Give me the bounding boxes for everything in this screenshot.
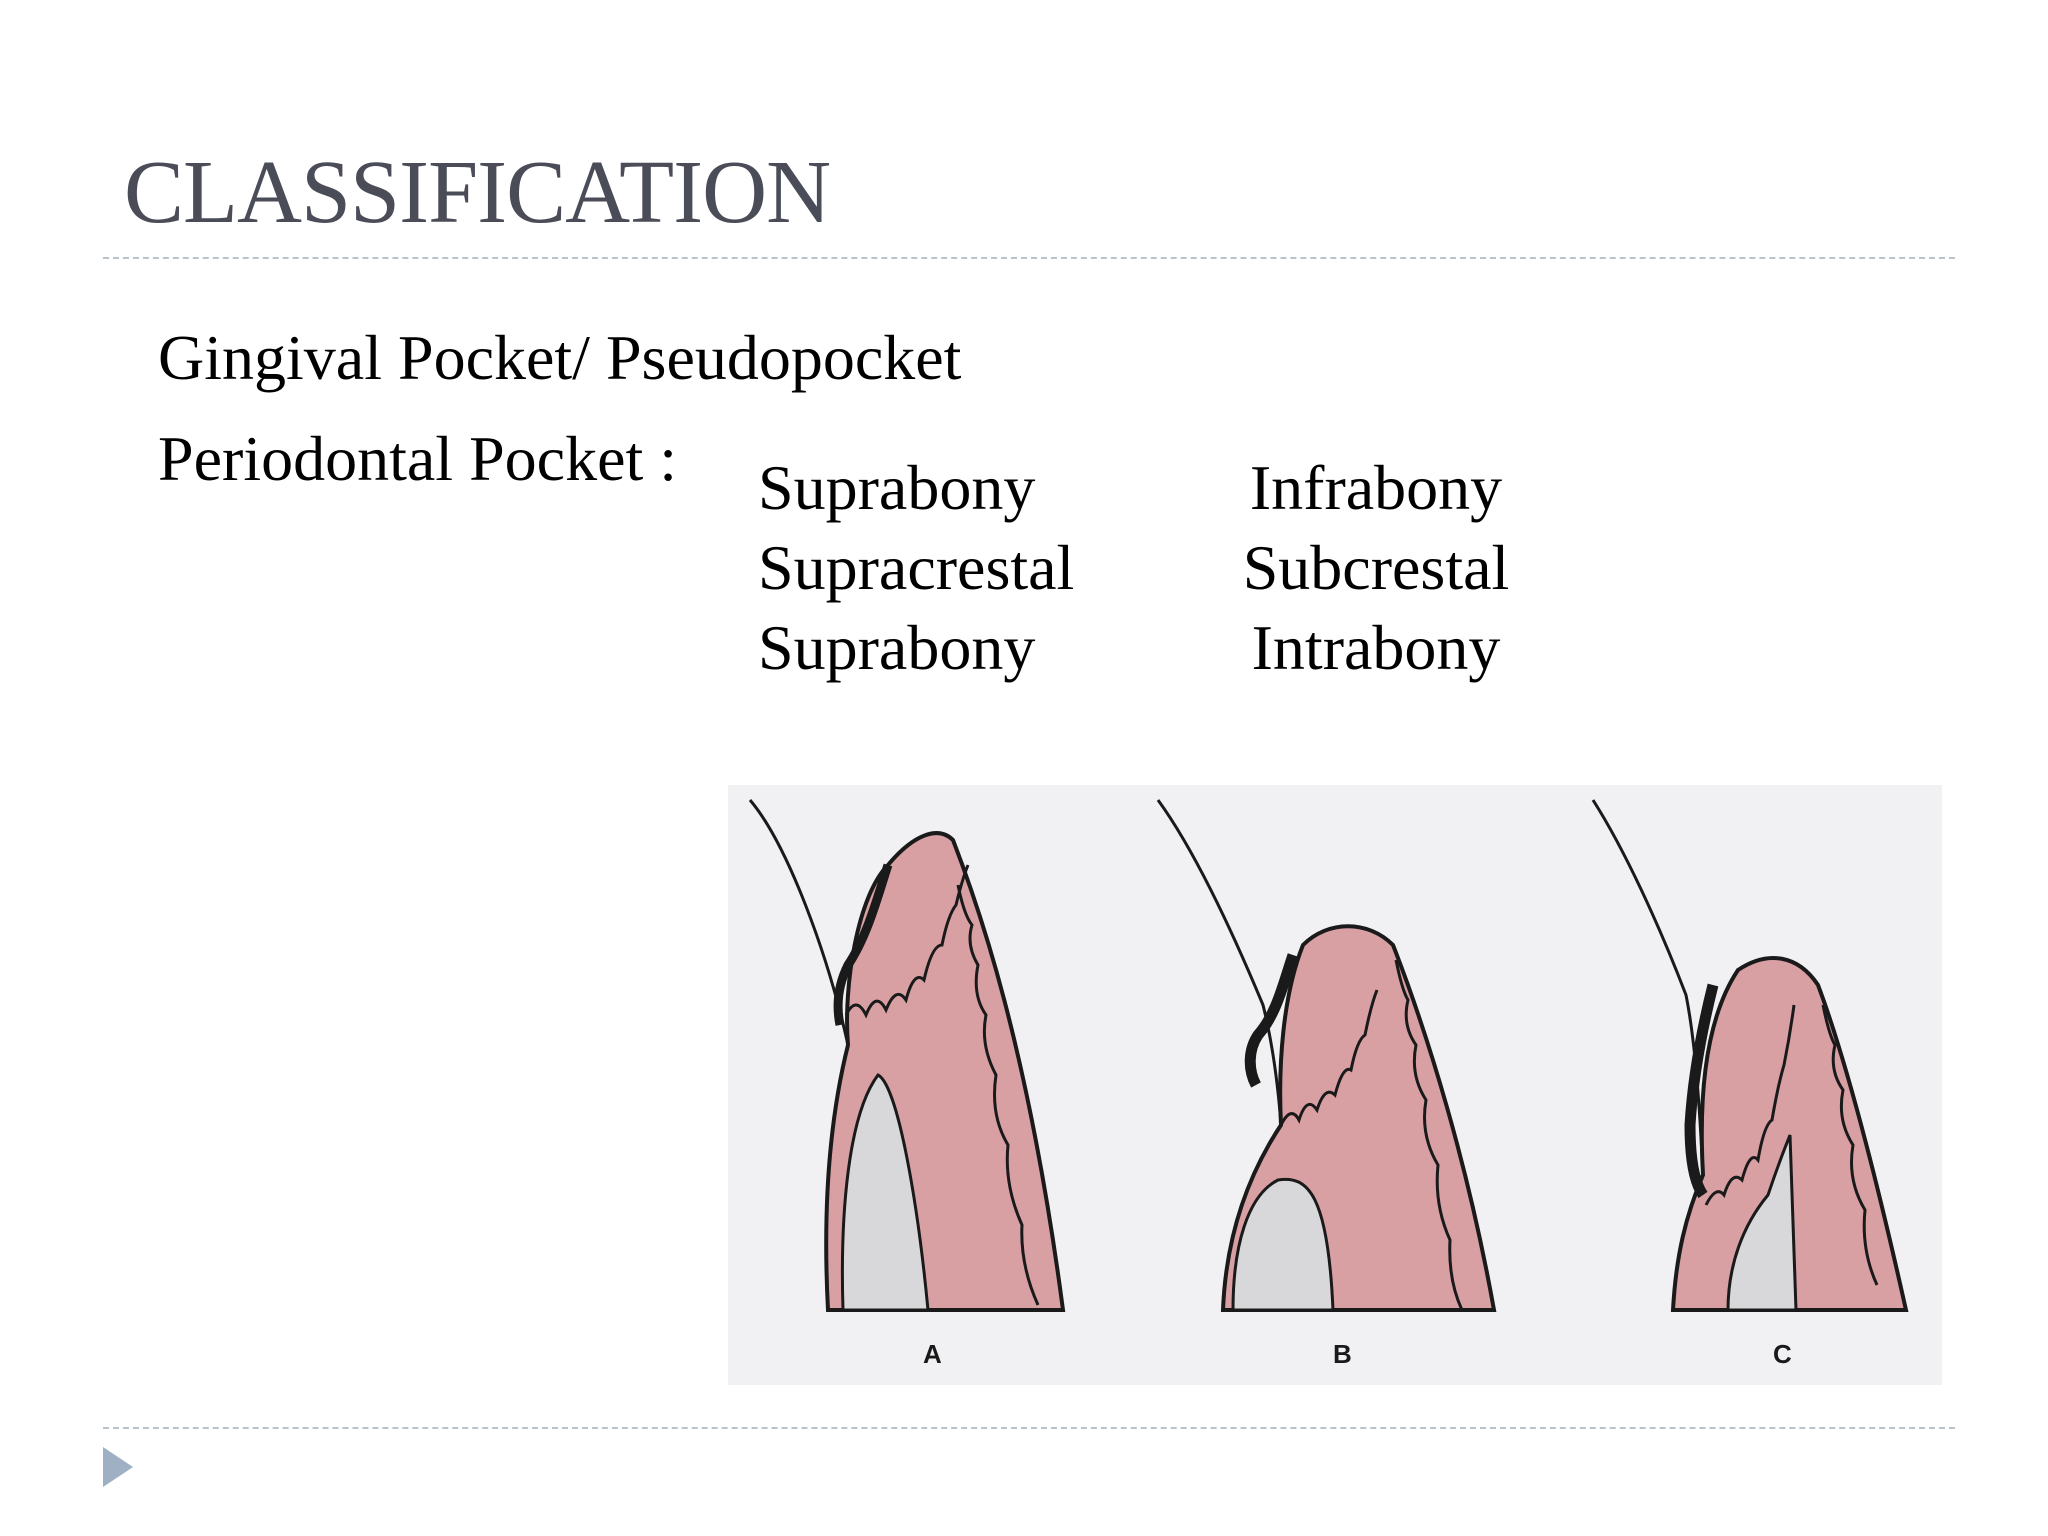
epithelial-rete-pegs bbox=[844, 864, 970, 1019]
tooth-surface-line bbox=[1156, 799, 1283, 1126]
panel-c: C bbox=[1591, 799, 1909, 1369]
triangle-right-icon bbox=[103, 1447, 133, 1487]
alveolar-bone bbox=[1726, 1134, 1798, 1312]
alveolar-bone bbox=[840, 1073, 930, 1312]
pocket-epithelium bbox=[1244, 953, 1299, 1088]
pocket-diagram-image: A B C bbox=[728, 785, 1942, 1385]
suprabony-term: Supracrestal bbox=[758, 532, 1075, 603]
connective-wavy-line bbox=[956, 884, 1040, 1306]
infrabony-term: Infrabony bbox=[1249, 452, 1503, 523]
tooth-surface-line bbox=[748, 799, 850, 1046]
gingival-pocket-text: Gingival Pocket/ Pseudopocket bbox=[158, 322, 962, 393]
epithelial-rete-pegs bbox=[1279, 989, 1379, 1126]
panel-label-b: B bbox=[1333, 1339, 1352, 1369]
connective-wavy-line bbox=[1394, 959, 1464, 1311]
infrabony-term: Subcrestal bbox=[1242, 532, 1510, 603]
suprabony-term: Suprabony bbox=[758, 612, 1036, 683]
periodontal-pocket-text: Periodontal Pocket : bbox=[158, 423, 678, 494]
suprabony-terms: Suprabony Supracrestal Suprabony bbox=[758, 448, 1074, 688]
tooth-surface-line bbox=[1591, 799, 1705, 1176]
infrabony-term: Intrabony bbox=[1251, 612, 1501, 683]
panel-b: B bbox=[1156, 799, 1497, 1369]
title-divider bbox=[103, 257, 1955, 259]
infrabony-terms: Infrabony Subcrestal Intrabony bbox=[1232, 448, 1520, 688]
panel-a: A bbox=[748, 799, 1066, 1369]
gingiva-shape bbox=[1670, 956, 1909, 1312]
suprabony-term: Suprabony bbox=[758, 452, 1036, 523]
connective-wavy-line bbox=[1821, 1004, 1879, 1286]
slide-title: CLASSIFICATION bbox=[124, 143, 831, 242]
pocket-epithelium bbox=[1684, 983, 1719, 1199]
epithelial-rete-pegs bbox=[1704, 1004, 1796, 1206]
pocket-diagram-svg: A B C bbox=[748, 799, 1909, 1369]
footer-divider bbox=[103, 1427, 1955, 1429]
pocket-epithelium bbox=[833, 863, 893, 1026]
alveolar-bone bbox=[1231, 1177, 1335, 1312]
panel-label-c: C bbox=[1773, 1339, 1792, 1369]
panel-label-a: A bbox=[923, 1339, 942, 1369]
